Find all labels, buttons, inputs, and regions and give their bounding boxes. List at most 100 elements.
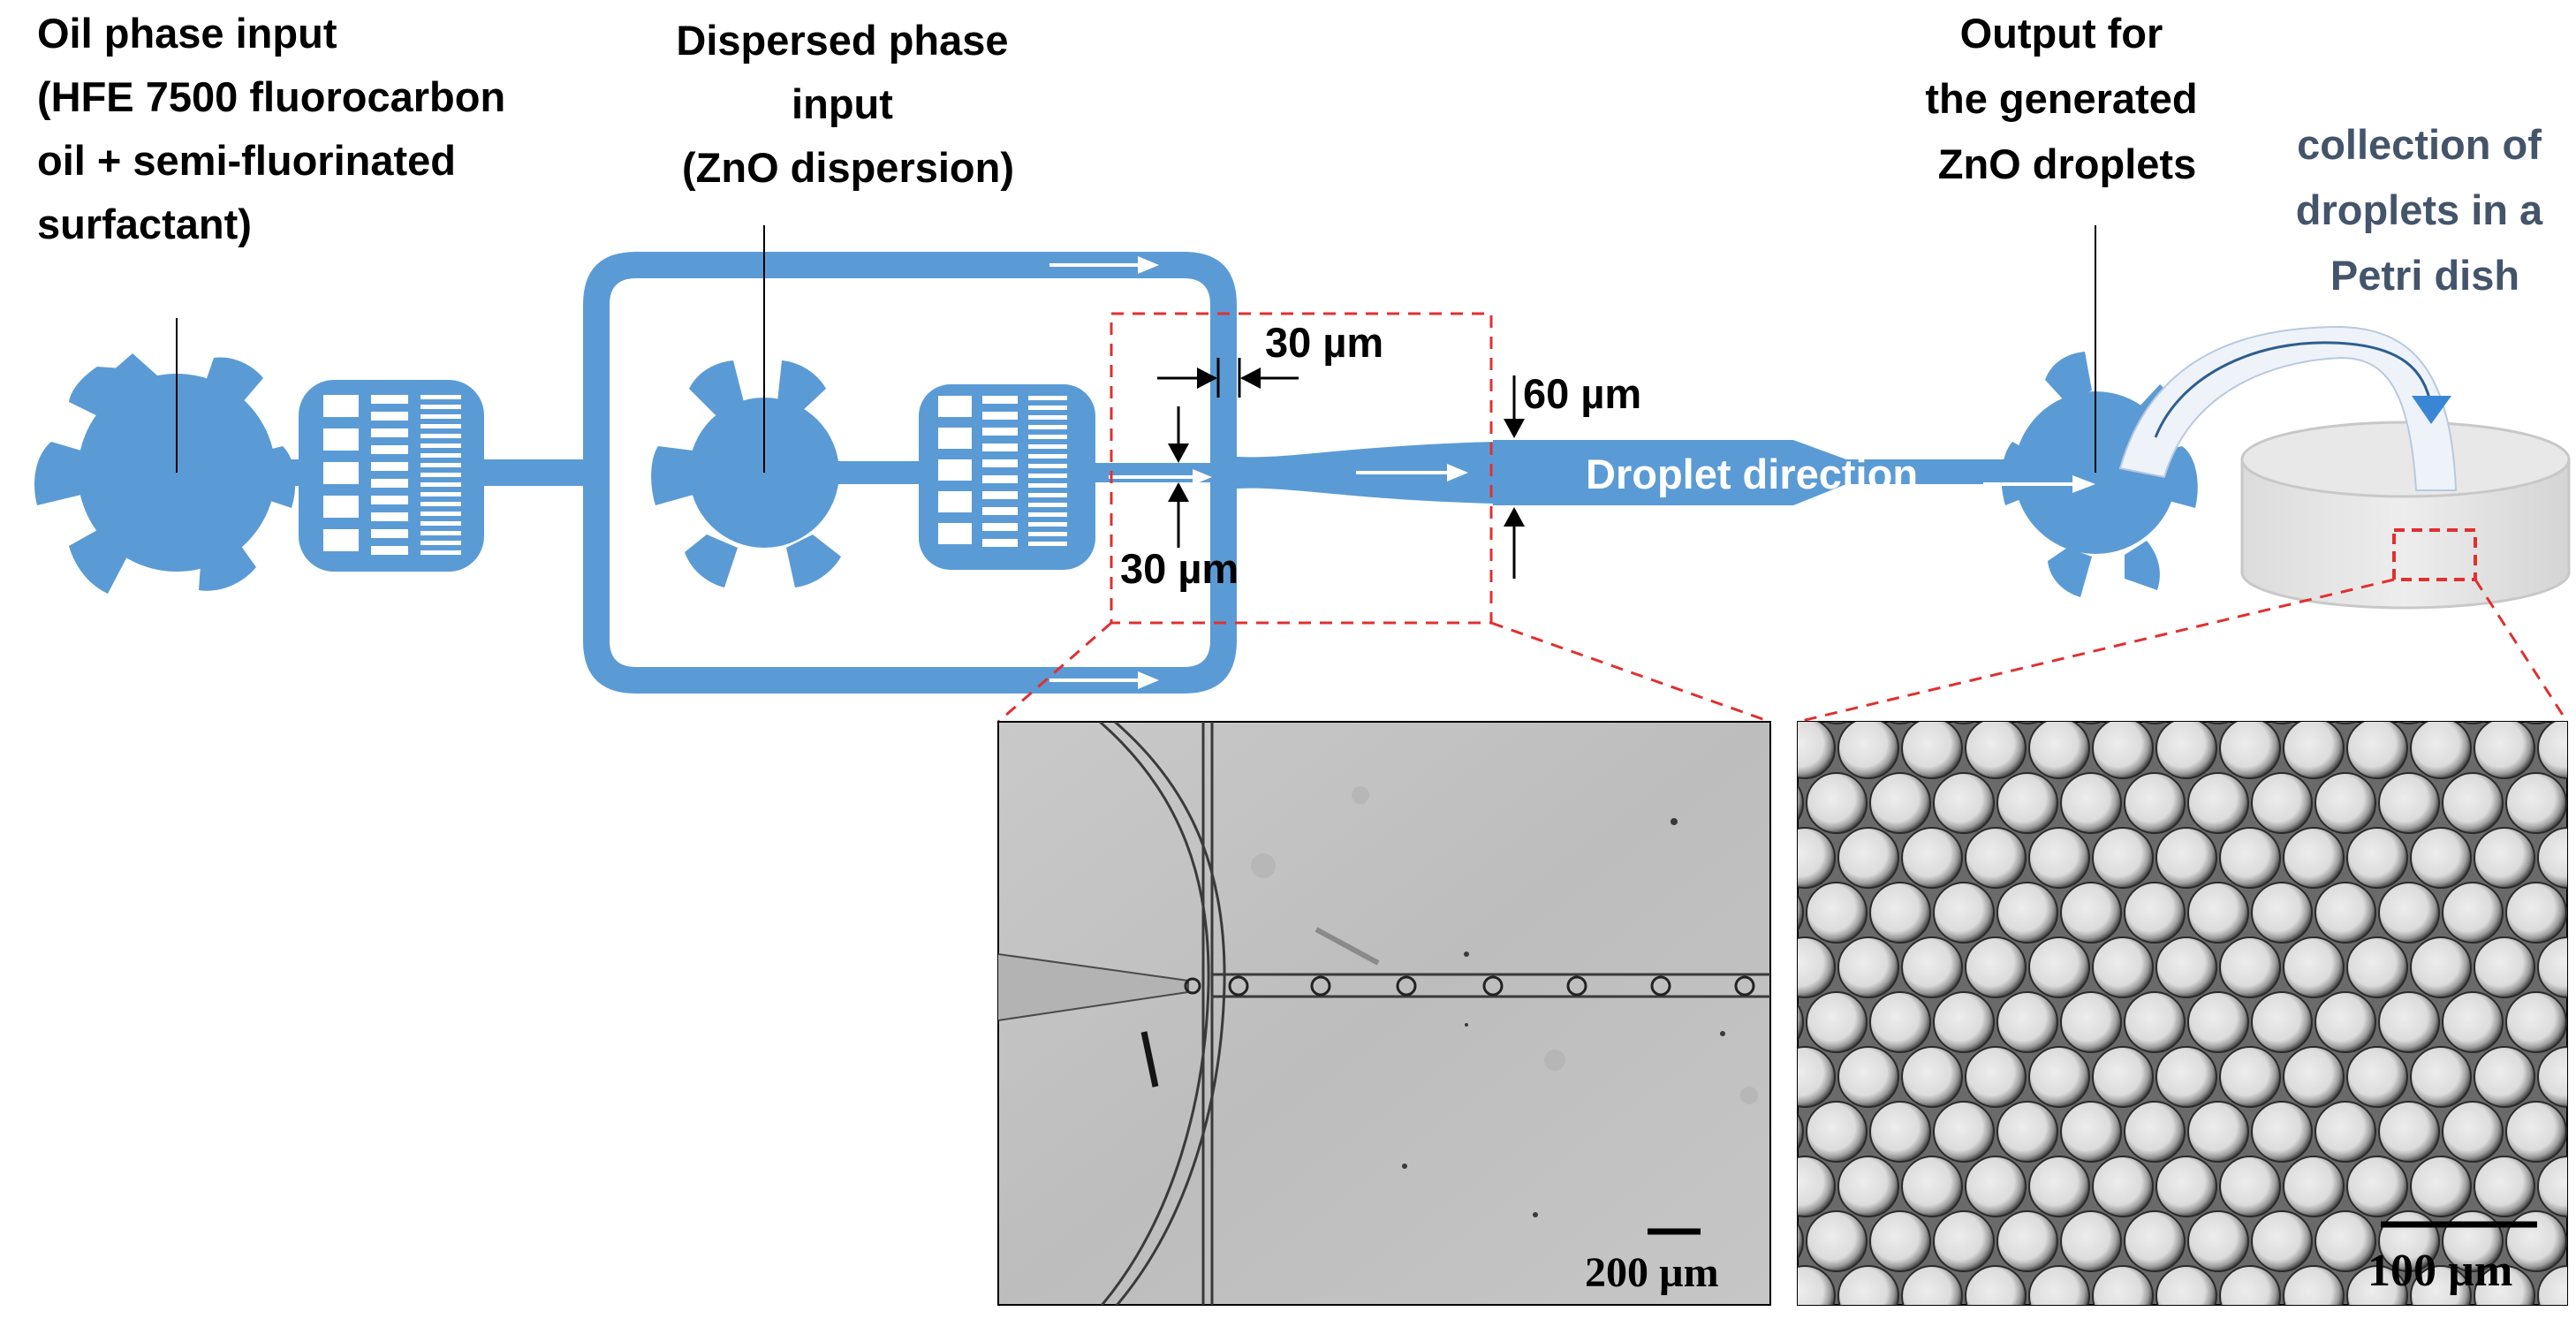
droplet [2505,772,2567,834]
droplet [1806,1101,1868,1163]
transfer-arrow [2118,325,2458,491]
droplet [2474,1156,2535,1217]
dim-30-top-label: 30 µm [1265,319,1383,366]
droplet [2537,827,2567,889]
droplet [2219,1046,2281,1108]
droplet [1869,1210,1931,1272]
dim-60-label: 60 µm [1523,370,1641,417]
junction-micrograph: 200 µm [997,721,1771,1306]
droplet [2219,1265,2281,1305]
droplet [2141,722,2168,724]
droplet [1837,1265,1899,1305]
droplet [2283,722,2345,779]
petri-dish [2240,421,2571,610]
droplet [2570,773,2576,833]
droplet [2537,936,2567,998]
droplet-direction-label: Droplet direction [1586,451,1918,497]
droplet [2378,1101,2440,1163]
droplet [2124,882,2186,944]
droplet-array [1798,722,2576,1305]
droplet [2523,722,2549,724]
droplet [2283,1156,2345,1217]
droplet [1806,772,1868,834]
droplet [1965,1156,2027,1217]
droplet [2474,722,2535,779]
dispersed-input-label: Dispersed phase input (ZnO dispersion) [676,17,1019,191]
droplet [2396,722,2422,724]
droplet [1933,772,1995,834]
droplet [2283,827,2345,889]
droplet [1996,991,2058,1053]
droplet [2346,1046,2408,1108]
droplet [2315,772,2376,834]
droplet [2410,936,2472,998]
droplet [2474,1046,2535,1108]
droplet [2474,1265,2535,1305]
droplet [2124,772,2186,834]
droplet [2346,1156,2408,1217]
droplet [2060,772,2122,834]
droplet [1798,785,1804,822]
droplet [1965,722,2027,779]
droplet [1798,827,1836,889]
droplet [2060,991,2122,1053]
droplet [2410,1156,2472,1217]
droplet [1837,936,1899,998]
droplet [1798,1265,1836,1305]
droplet [2219,1156,2281,1217]
droplet [2537,722,2567,779]
droplet [1806,1210,1868,1272]
droplet [2346,936,2408,998]
droplet [1965,1265,2027,1305]
petri-zoom-box [2392,528,2477,581]
droplet [2187,991,2249,1053]
droplet [1869,991,1931,1053]
droplet [2346,827,2408,889]
droplet [2092,1265,2154,1305]
droplet [1798,1156,1836,1217]
droplet [2092,722,2154,779]
dimension-annotations [1157,358,1525,579]
droplet [2219,936,2281,998]
droplet [1996,772,2058,834]
droplet [2474,827,2535,889]
droplet [1933,991,1995,1053]
droplet [1798,722,1836,779]
droplet [1965,936,2027,998]
droplet [1798,1223,1804,1260]
droplet [1951,722,1977,724]
droplet-array-micrograph: 100 µm [1797,721,2576,1306]
droplet [2346,1265,2408,1305]
droplet [1798,894,1804,931]
droplet [1798,1004,1804,1041]
droplet [1965,827,2027,889]
droplet [2315,991,2376,1053]
droplet [2378,772,2440,834]
droplet [2187,882,2249,944]
droplet [2156,1265,2217,1305]
droplet [2442,772,2504,834]
droplet [2251,1101,2313,1163]
droplet [2332,722,2359,724]
droplet [2092,936,2154,998]
droplet [2459,722,2486,724]
dispersed-filter-slots [938,396,1067,547]
droplet [2346,722,2408,779]
droplet [2078,722,2104,724]
droplet [2378,882,2440,944]
zoom-indicators [997,312,2569,724]
droplet [1965,1046,2027,1108]
droplet [1869,882,1931,944]
droplet [2537,1265,2567,1305]
droplet [2156,1046,2217,1108]
droplet [2505,991,2567,1053]
droplet [1996,882,2058,944]
flow-focusing-junction [1210,424,1493,504]
droplet [2251,772,2313,834]
droplet [2283,1046,2345,1108]
droplet [2219,827,2281,889]
droplet [2124,1210,2186,1272]
droplet [1901,1156,1963,1217]
droplet [2570,883,2576,943]
